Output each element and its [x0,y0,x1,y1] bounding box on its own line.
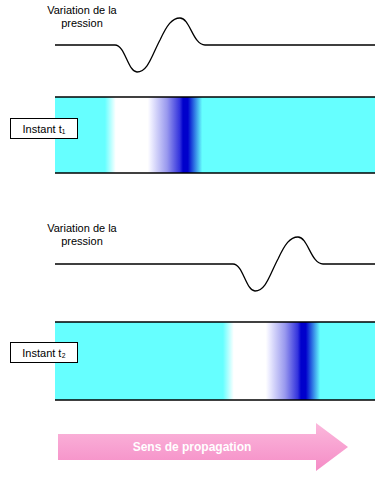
direction-arrow: Sens de propagation [58,423,348,471]
tube [55,322,375,400]
tube [55,97,375,173]
instant-label: Instant t₂ [22,347,65,359]
tube-wall [55,321,375,323]
arrow-text: Sens de propagation [133,440,252,454]
instant-box: Instant t₁ [10,118,78,139]
tube-wall [55,96,375,98]
axis-label: Variation de la pression [32,222,132,248]
instant-box: Instant t₂ [10,342,78,363]
axis-label: Variation de la pression [32,4,132,30]
instant-label: Instant t₁ [23,123,66,135]
pressure-curve [55,18,375,72]
tube-wall [55,399,375,401]
tube-wall [55,172,375,174]
pressure-curve [55,237,375,291]
arrow-body [58,423,348,471]
